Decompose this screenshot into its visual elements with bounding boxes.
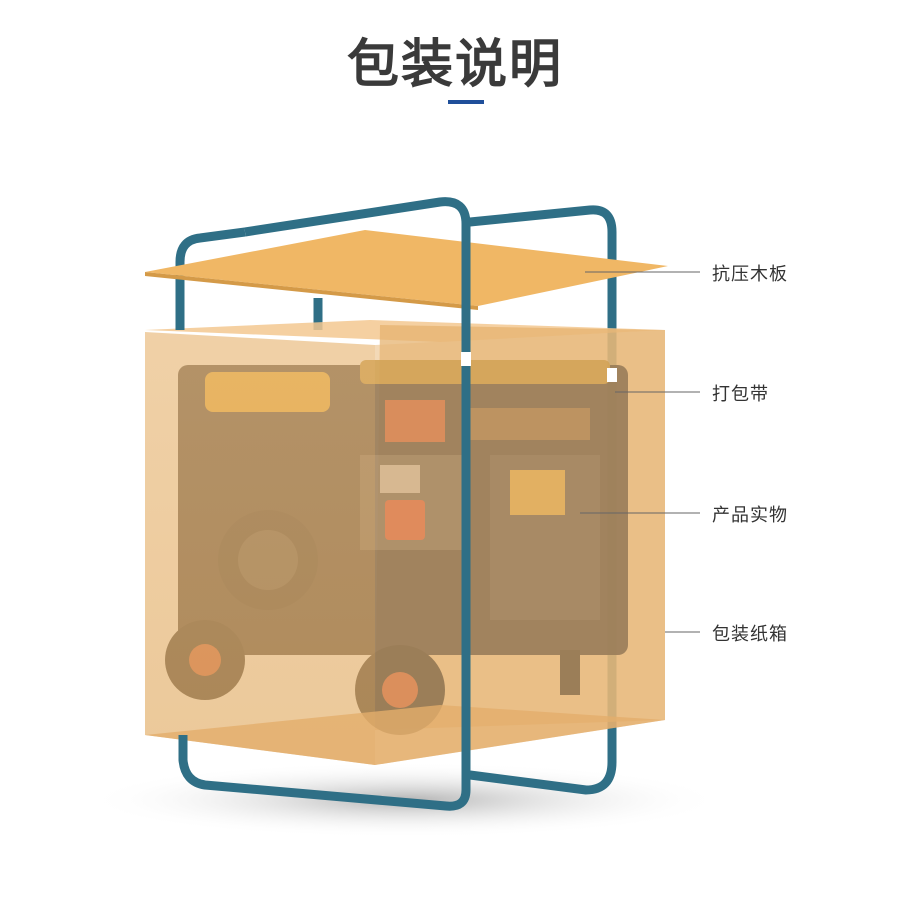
carton-box-right-front: [375, 330, 665, 765]
callout-label-product: 产品实物: [712, 505, 788, 526]
packing-strap-left-back: [175, 227, 246, 330]
wooden-board: [145, 230, 668, 306]
carton-box: [145, 332, 375, 765]
callout-label-carton: 包装纸箱: [712, 624, 788, 645]
packing-strap-front: [178, 197, 471, 811]
callout-label-packing-strap: 打包带: [712, 384, 769, 405]
title-underline: [448, 100, 484, 104]
page-title: 包装说明: [346, 35, 563, 95]
carton-box-bottom: [145, 705, 665, 765]
callout-label-wooden-board: 抗压木板: [712, 264, 788, 285]
